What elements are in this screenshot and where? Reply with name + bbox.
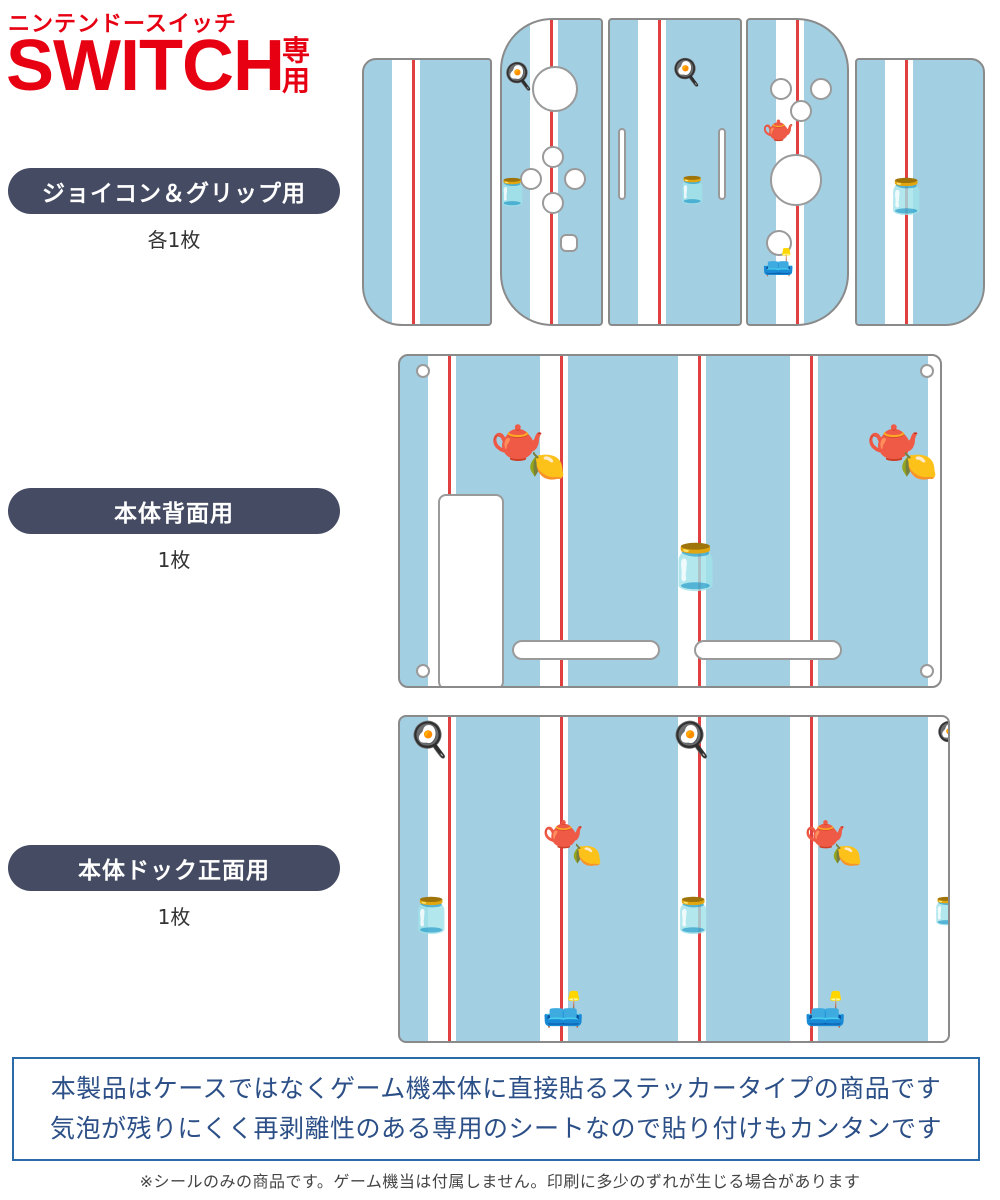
armchair-icon: 🛋️ <box>762 248 795 278</box>
jar-icon: 🫙 <box>410 896 453 936</box>
section-count-back: 1枚 <box>157 548 191 572</box>
joycon-right-skin: 🫖 🛋️ <box>746 18 849 326</box>
toast-icon: 🍳 <box>408 720 451 760</box>
jar-icon: 🫙 <box>502 180 528 206</box>
joycon-left-skin: 🍳 🫙 <box>500 18 603 326</box>
teapot-icon: 🫖 <box>866 414 921 465</box>
jar-icon: 🫙 <box>672 896 715 936</box>
brand-kana: ニンテンドースイッチ <box>8 12 237 37</box>
armchair-icon: 🛋️ <box>542 990 585 1030</box>
jar-icon: 🫙 <box>668 542 723 593</box>
toast-icon: 🍳 <box>934 723 948 749</box>
dock-front-sheet: 🍳 🍳 🍳 🫖 🍋 🫖 🍋 🫙 🫙 🫙 🛋️ 🛋️ <box>398 715 950 1043</box>
toast-icon: 🍳 <box>670 720 713 760</box>
grip-right-skin: 🫙 <box>855 58 985 326</box>
brand-subtitle: 専用 <box>282 34 311 97</box>
jar-icon: 🫙 <box>885 177 928 217</box>
armchair-icon: 🛋️ <box>804 990 847 1030</box>
teapot-icon: 🫖 <box>542 812 585 852</box>
jar-icon: 🫙 <box>676 176 709 206</box>
lemon-icon: 🍋 <box>572 841 602 869</box>
lemon-icon: 🍋 <box>900 449 938 484</box>
toast-icon: 🍳 <box>670 58 703 88</box>
teapot-icon: 🫖 <box>804 812 847 852</box>
teapot-icon: 🫖 <box>490 414 545 465</box>
joycon-center-skin: 🍳 🫙 <box>608 18 742 326</box>
teapot-icon: 🫖 <box>762 114 795 144</box>
section-count-joycon: 各1枚 <box>147 228 201 252</box>
lemon-icon: 🍋 <box>832 841 862 869</box>
lemon-icon: 🍋 <box>528 449 566 484</box>
product-info-box: 本製品はケースではなくゲーム機本体に直接貼るステッカータイプの商品です 気泡が残… <box>12 1057 980 1161</box>
grip-left-skin <box>362 58 492 326</box>
info-line-1: 本製品はケースではなくゲーム機本体に直接貼るステッカータイプの商品です <box>50 1074 942 1103</box>
toast-icon: 🍳 <box>502 62 535 92</box>
section-label-joycon: ジョイコン＆グリップ用 <box>8 168 340 214</box>
info-line-2: 気泡が残りにくく再剥離性のある専用のシートなので貼り付けもカンタンです <box>49 1114 942 1143</box>
footnote: ※シールのみの商品です。ゲーム機当は付属しません。印刷に多少のずれが生じる場合が… <box>139 1172 861 1191</box>
section-label-dock: 本体ドック正面用 <box>8 845 340 891</box>
brand-title: SWITCH <box>6 26 285 106</box>
section-label-back: 本体背面用 <box>8 488 340 534</box>
console-back-sheet: 🫖 🍋 🫙 🫖 🍋 <box>398 354 942 688</box>
section-count-dock: 1枚 <box>157 905 191 929</box>
jar-icon: 🫙 <box>930 899 948 925</box>
